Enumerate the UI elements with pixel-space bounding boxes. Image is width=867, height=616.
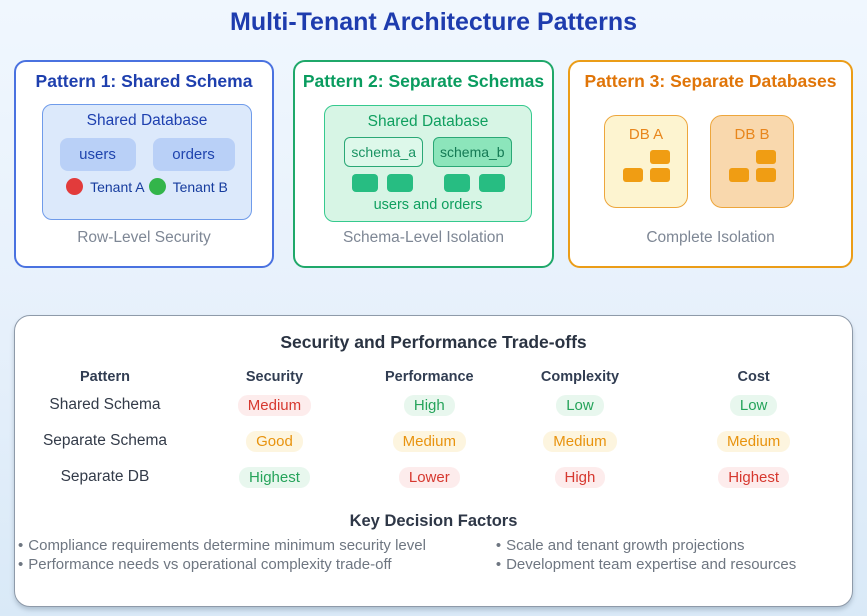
db-a-table-grid	[622, 150, 670, 182]
list-item: •Development team expertise and resource…	[496, 555, 849, 574]
value-badge: Highest	[718, 466, 790, 488]
column-header-complexity: Complexity	[540, 369, 620, 385]
spacer	[623, 150, 643, 164]
table-chip-icon	[478, 174, 505, 192]
pattern3-caption: Complete Isolation	[646, 229, 775, 246]
table-row: Separate DB Highest Lower High Highest	[15, 459, 852, 495]
db-b-box: DB B	[710, 115, 794, 208]
table-chip-icon	[351, 174, 378, 192]
table-rect-icon	[622, 168, 643, 182]
tenant-a-label: Tenant A	[90, 178, 145, 195]
row-label: Shared Schema	[49, 396, 161, 413]
decision-factors: •Compliance requirements determine minim…	[15, 536, 852, 574]
tenant-b-label: Tenant B	[172, 178, 228, 195]
list-item: •Scale and tenant growth projections	[496, 536, 849, 555]
pattern2-tables-label: users and orders	[373, 197, 483, 213]
pattern2-caption: Schema-Level Isolation	[342, 229, 505, 246]
factor-text: Scale and tenant growth projections	[506, 537, 745, 554]
row-label: Separate DB	[60, 468, 150, 485]
tenant-b-dot-icon	[148, 178, 166, 195]
table-rect-icon	[755, 150, 776, 164]
factor-text: Compliance requirements determine minimu…	[28, 537, 426, 554]
value-badge: Low	[729, 394, 778, 416]
table-rect-icon	[649, 168, 670, 182]
table-rect-icon	[649, 150, 670, 164]
pattern2-shared-database-box: Shared Database schema_a schema_b users …	[324, 105, 532, 222]
decision-factors-title: Key Decision Factors	[349, 512, 518, 530]
orders-table-pill: orders	[152, 138, 235, 171]
pattern1-caption: Row-Level Security	[77, 229, 211, 246]
value-badge: Medium	[237, 394, 312, 416]
schema-b-table-chips	[443, 174, 505, 192]
column-header-cost: Cost	[737, 369, 770, 385]
pattern1-header: Pattern 1: Shared Schema	[35, 71, 253, 91]
schema-a-table-chips	[351, 174, 413, 192]
pattern1-db-label: Shared Database	[86, 112, 208, 129]
table-chip-icon	[386, 174, 413, 192]
pattern3-card: Pattern 3: Separate Databases DB A DB B …	[568, 60, 853, 268]
table-row: Separate Schema Good Medium Medium Mediu…	[15, 423, 852, 459]
pattern2-table-chips	[325, 174, 531, 192]
pattern2-card: Pattern 2: Separate Schemas Shared Datab…	[293, 60, 554, 268]
column-header-performance: Performance	[384, 369, 474, 385]
db-a-box: DB A	[604, 115, 688, 208]
schema-b-box: schema_b	[433, 137, 512, 167]
column-header-security: Security	[245, 369, 304, 385]
tradeoffs-header-row: Pattern Security Performance Complexity …	[15, 367, 852, 387]
decision-factors-right-column: •Scale and tenant growth projections •De…	[496, 536, 849, 574]
list-item: •Compliance requirements determine minim…	[18, 536, 496, 555]
decision-factors-left-column: •Compliance requirements determine minim…	[18, 536, 496, 574]
bullet-icon: •	[495, 556, 502, 573]
pattern1-tables-row: users orders	[43, 138, 251, 171]
db-b-label: DB B	[734, 126, 770, 143]
table-chip-icon	[443, 174, 470, 192]
tradeoffs-panel: Security and Performance Trade-offs Patt…	[14, 315, 853, 607]
tenant-a-dot-icon	[66, 178, 84, 195]
pattern2-schemas-row: schema_a schema_b	[325, 137, 531, 167]
page-title: Multi-Tenant Architecture Patterns	[230, 8, 637, 36]
pattern3-header: Pattern 3: Separate Databases	[584, 71, 837, 91]
spacer	[729, 150, 749, 164]
value-badge: Low	[556, 394, 604, 416]
schema-a-box: schema_a	[344, 137, 423, 167]
factor-text: Performance needs vs operational complex…	[28, 556, 392, 573]
users-table-pill: users	[59, 138, 136, 171]
value-badge: High	[403, 394, 455, 416]
bullet-icon: •	[18, 537, 24, 554]
pattern2-db-label: Shared Database	[367, 113, 489, 130]
table-rect-icon	[755, 168, 776, 182]
table-rect-icon	[728, 168, 749, 182]
value-badge: Lower	[398, 466, 460, 488]
value-badge: Medium	[716, 430, 791, 452]
bullet-icon: •	[495, 537, 502, 554]
pattern1-card: Pattern 1: Shared Schema Shared Database…	[14, 60, 274, 268]
pattern2-header: Pattern 2: Separate Schemas	[302, 71, 545, 91]
value-badge: Medium	[392, 430, 466, 452]
row-label: Separate Schema	[42, 432, 168, 449]
pattern1-shared-database-box: Shared Database users orders Tenant A Te…	[42, 104, 252, 220]
table-row: Shared Schema Medium High Low Low	[15, 387, 852, 423]
value-badge: Good	[246, 430, 303, 452]
column-header-pattern: Pattern	[79, 369, 130, 385]
value-badge: Highest	[239, 466, 310, 488]
tradeoffs-title: Security and Performance Trade-offs	[280, 332, 587, 352]
bullet-icon: •	[18, 556, 24, 573]
db-b-table-grid	[728, 150, 776, 182]
list-item: •Performance needs vs operational comple…	[18, 555, 496, 574]
factor-text: Development team expertise and resources	[506, 556, 797, 573]
value-badge: High	[554, 466, 606, 488]
db-a-label: DB A	[628, 126, 664, 143]
value-badge: Medium	[543, 430, 617, 452]
pattern1-tenant-legend: Tenant A Tenant B	[43, 178, 251, 195]
